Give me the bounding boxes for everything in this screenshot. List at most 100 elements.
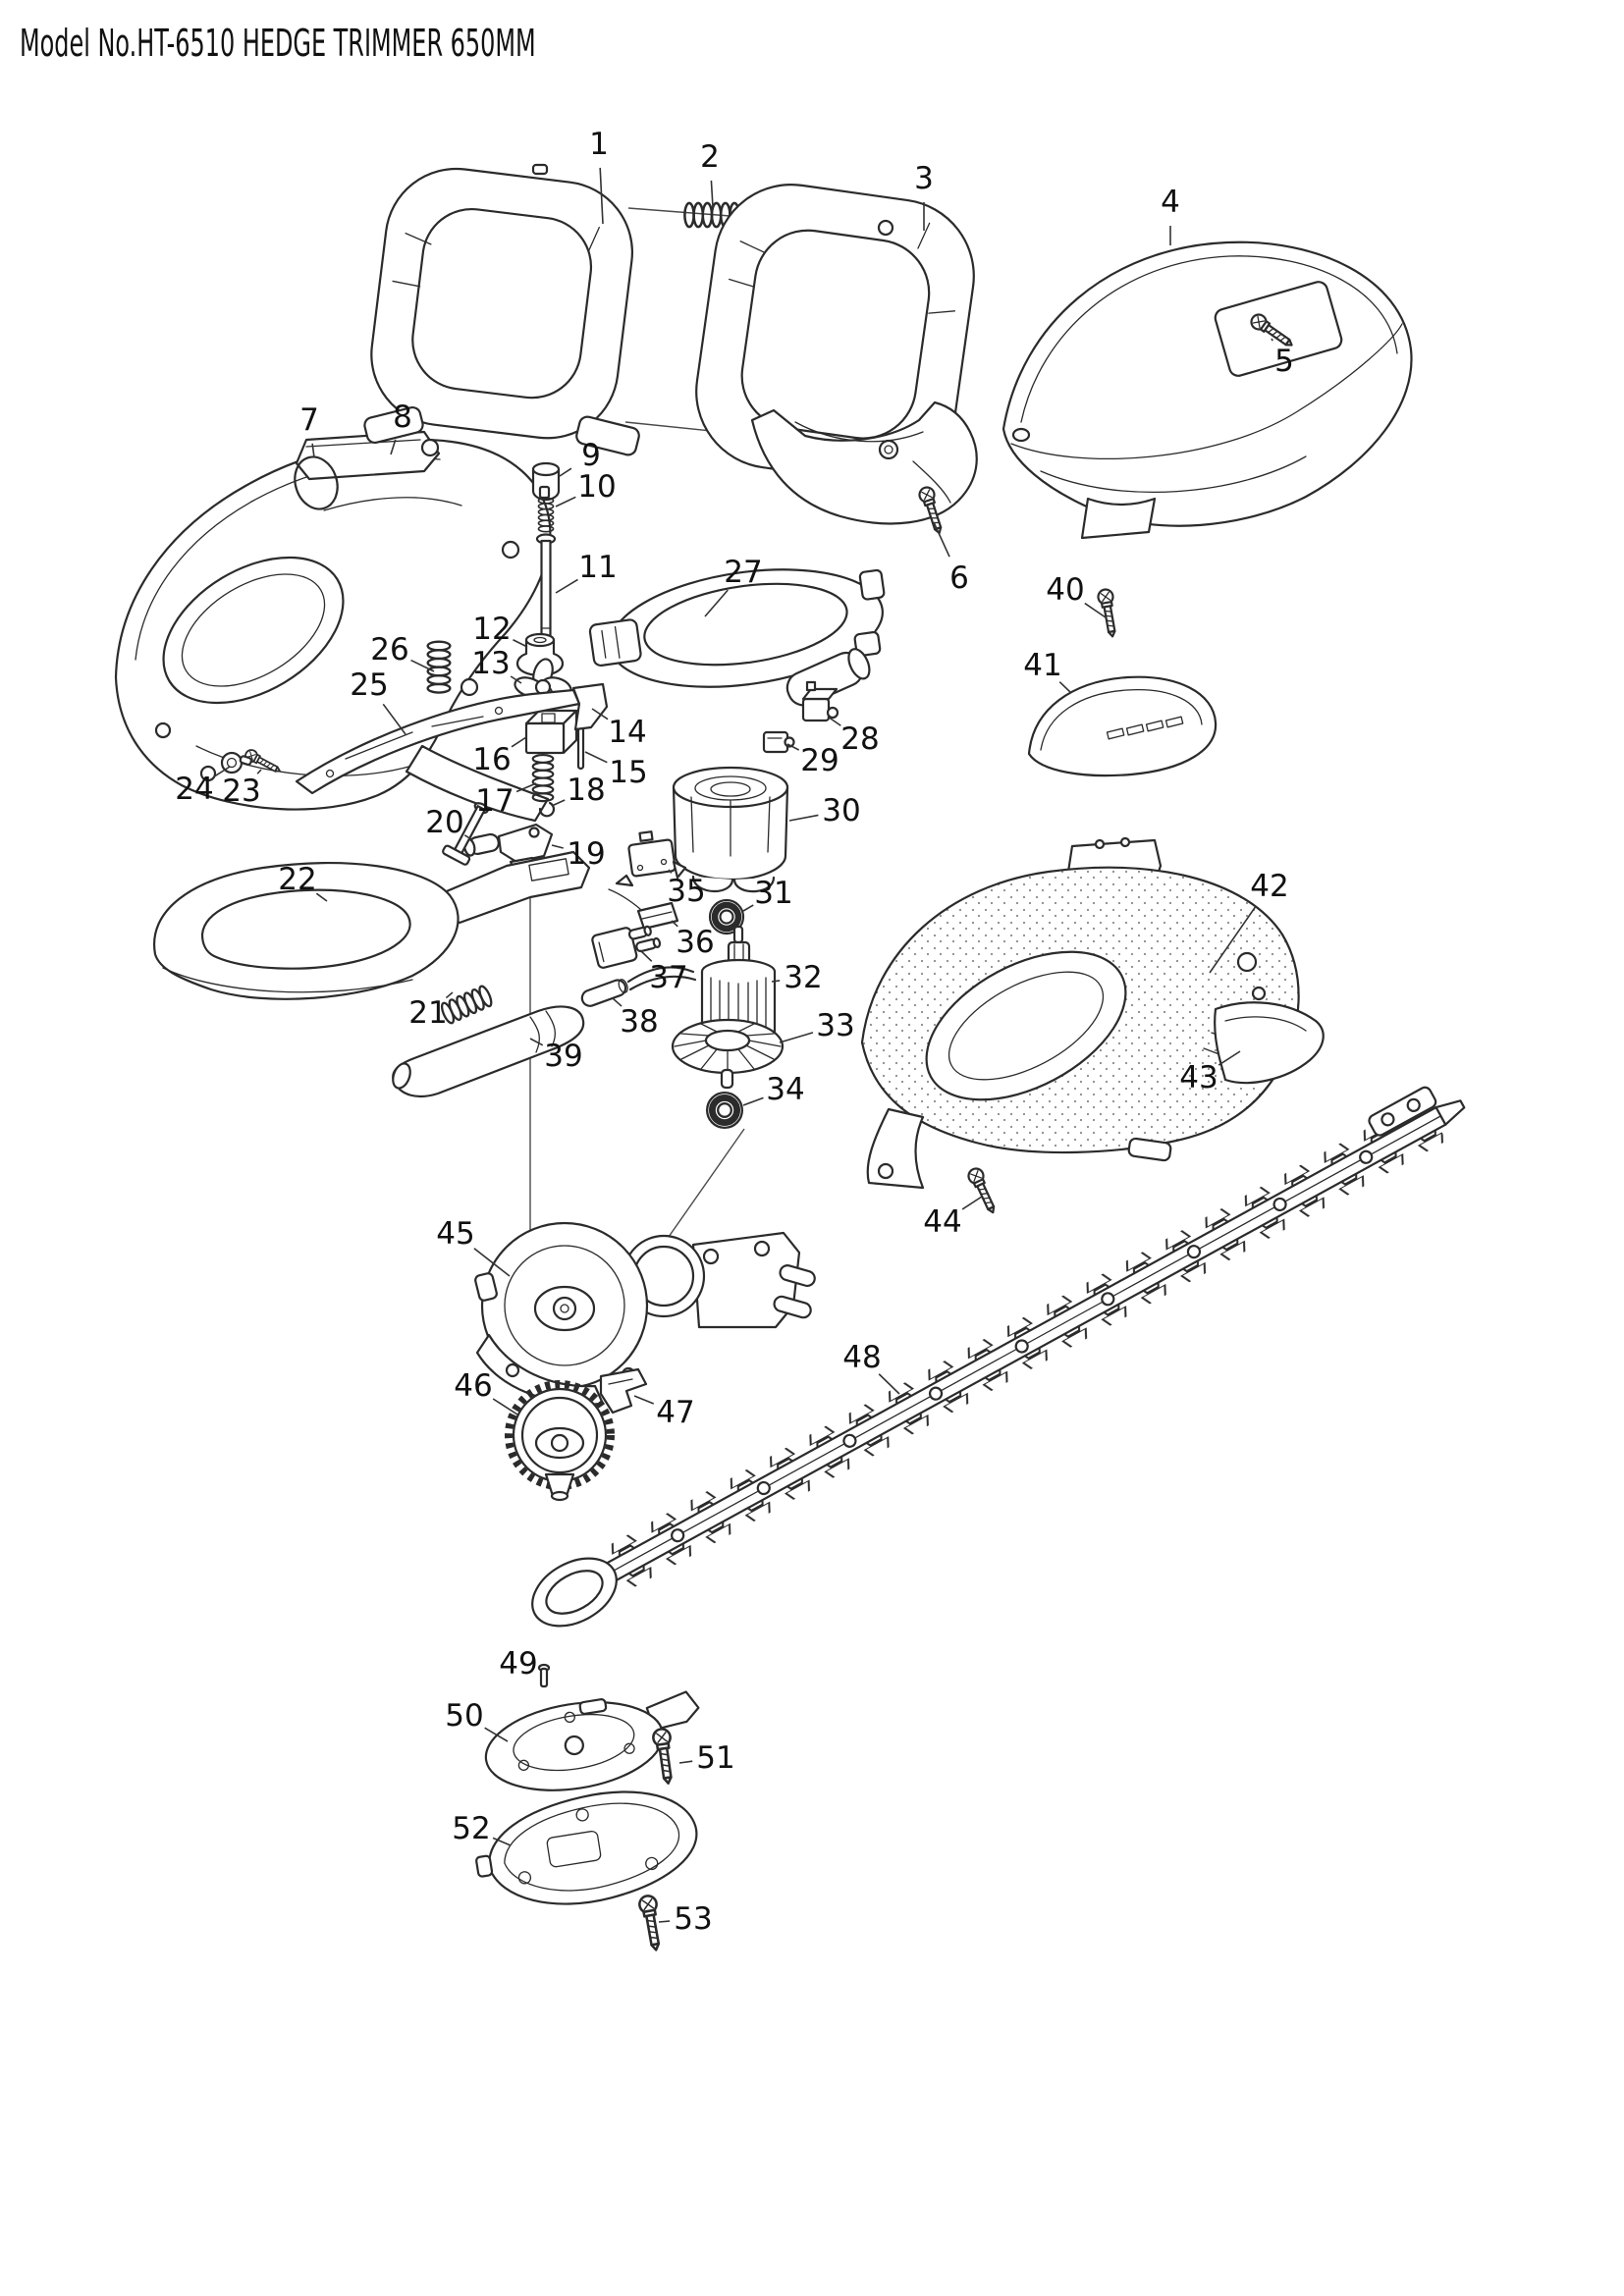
leader-line-34 (742, 1096, 764, 1106)
part-36-illustration (608, 888, 679, 931)
part-label-42: 42 (1250, 869, 1288, 904)
part-35-illustration (615, 830, 687, 887)
leader-line-13 (510, 675, 522, 684)
leader-line-20 (463, 834, 472, 840)
part-label-10: 10 (577, 469, 616, 505)
part-label-2: 2 (700, 139, 720, 175)
leader-line-6 (933, 521, 950, 558)
leader-line-24 (213, 766, 231, 777)
part-label-48: 48 (842, 1340, 881, 1375)
leader-line-23 (256, 769, 262, 774)
leader-line-32 (771, 980, 781, 983)
part-label-4: 4 (1161, 185, 1180, 220)
part-51-illustration (650, 1726, 678, 1787)
leader-line-51 (678, 1760, 693, 1764)
part-label-9: 9 (581, 438, 601, 473)
part-1-illustration (363, 163, 640, 456)
part-26-illustration (426, 640, 452, 694)
leader-line-17 (515, 782, 537, 793)
part-label-40: 40 (1046, 572, 1084, 608)
page-title: Model No.HT-6510 HEDGE TRIMMER 650MM (20, 22, 536, 65)
part-47-illustration (599, 1367, 648, 1415)
leader-line-41 (1058, 681, 1072, 694)
leader-line-12 (513, 639, 528, 648)
leader-line-42 (1209, 905, 1257, 974)
part-label-53: 53 (674, 1901, 712, 1937)
leader-line-31 (742, 904, 754, 912)
leader-line-27 (704, 589, 729, 617)
leader-line-28 (827, 716, 841, 726)
part-label-11: 11 (578, 550, 617, 585)
part-16-illustration (524, 709, 578, 755)
leader-line-2 (710, 180, 714, 208)
leader-line-30 (788, 814, 819, 822)
part-label-27: 27 (724, 555, 762, 590)
part-label-24: 24 (175, 772, 213, 807)
leader-line-1 (599, 167, 604, 225)
part-label-35: 35 (667, 874, 705, 909)
part-39-illustration (392, 1005, 585, 1098)
part-label-39: 39 (544, 1039, 582, 1074)
leader-line-46 (492, 1398, 518, 1415)
leader-line-16 (511, 736, 527, 748)
part-label-14: 14 (608, 715, 646, 750)
part-label-44: 44 (923, 1204, 961, 1240)
leader-line-11 (555, 578, 578, 594)
leader-line-50 (484, 1727, 509, 1742)
part-label-18: 18 (567, 773, 605, 808)
part-34-illustration (707, 1093, 742, 1128)
part-50-illustration (484, 1690, 700, 1791)
part-label-13: 13 (471, 646, 510, 681)
part-4-illustration (1001, 240, 1413, 540)
part-label-5: 5 (1274, 344, 1294, 379)
part-label-41: 41 (1023, 648, 1061, 683)
part-label-3: 3 (914, 161, 934, 196)
part-label-46: 46 (454, 1368, 492, 1404)
part-49-illustration (537, 1663, 551, 1688)
leader-line-45 (473, 1248, 511, 1277)
leader-line-29 (786, 743, 800, 751)
part-label-22: 22 (278, 862, 316, 897)
part-label-32: 32 (784, 960, 822, 995)
part-19-illustration (462, 823, 554, 876)
part-29-illustration (762, 730, 795, 754)
leader-line-47 (633, 1395, 655, 1405)
part-33-illustration (671, 1018, 785, 1090)
leader-line-19 (551, 844, 564, 849)
part-20-illustration (442, 802, 489, 866)
part-25-illustration (295, 682, 609, 795)
part-label-16: 16 (472, 742, 511, 777)
part-30-illustration (672, 766, 789, 893)
part-label-31: 31 (754, 876, 792, 911)
part-38-illustration (580, 966, 697, 1007)
part-label-25: 25 (350, 667, 388, 703)
part-label-34: 34 (766, 1072, 804, 1107)
part-7-illustration (294, 455, 339, 510)
part-17-illustration (531, 754, 555, 803)
part-label-51: 51 (696, 1740, 734, 1776)
part-44-illustration (964, 1164, 1001, 1217)
leader-line-44 (961, 1196, 983, 1210)
leader-line-37 (639, 949, 653, 962)
leader-line-22 (315, 892, 328, 902)
leader-line-53 (658, 1920, 671, 1923)
part-label-6: 6 (949, 561, 969, 596)
leader-line-49 (539, 1672, 543, 1675)
part-28-illustration (801, 680, 839, 722)
part-27-illustration (588, 568, 886, 707)
part-label-23: 23 (222, 774, 260, 809)
part-label-8: 8 (393, 400, 412, 435)
part-label-38: 38 (620, 1004, 658, 1040)
leader-line-21 (445, 991, 454, 999)
part-45-illustration (474, 1221, 816, 1406)
part-label-28: 28 (840, 721, 879, 757)
part-10-illustration (537, 497, 555, 533)
leader-line-18 (551, 799, 566, 807)
part-label-37: 37 (649, 960, 687, 995)
part-label-49: 49 (499, 1646, 537, 1682)
part-label-33: 33 (816, 1008, 854, 1043)
leader-line-39 (529, 1038, 544, 1046)
